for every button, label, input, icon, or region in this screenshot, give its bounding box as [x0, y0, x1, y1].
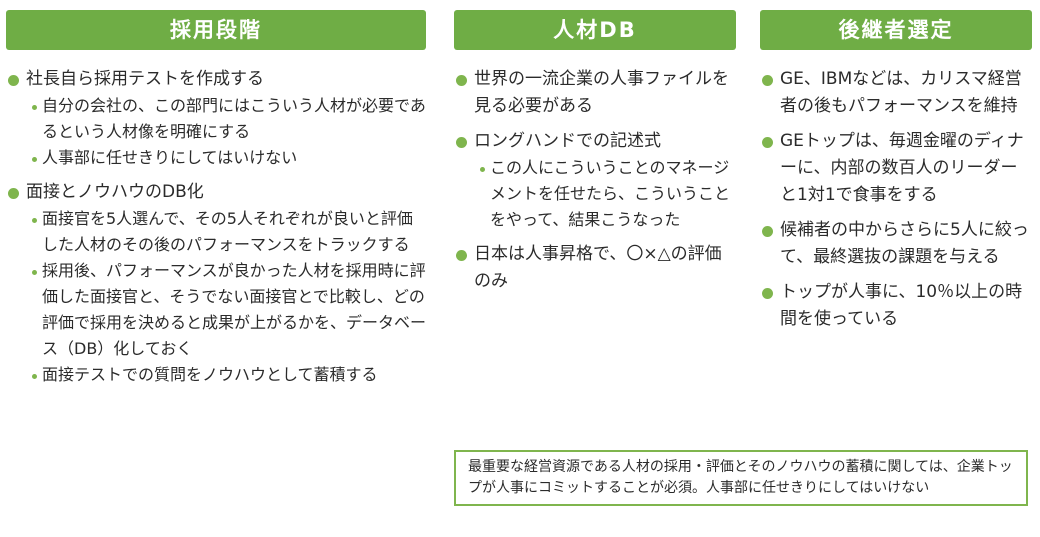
summary-note: 最重要な経営資源である人材の採用・評価とそのノウハウの蓄積に関しては、企業トップ…: [454, 450, 1028, 506]
sub-item: 採用後、パフォーマンスが良かった人材を採用時に評価した面接官と、そうでない面接官…: [8, 258, 426, 362]
sub-item: 自分の会社の、この部門にはこういう人材が必要であるという人材像を明確にする: [8, 93, 426, 145]
bullet-item: ロングハンドでの記述式 この人にこういうことのマネージメントを任せたら、こういう…: [456, 128, 736, 233]
bullet-item: 日本は人事昇格で、〇×△の評価のみ: [456, 241, 736, 295]
sub-text: 面接テストでの質問をノウハウとして蓄積する: [42, 365, 378, 384]
bullet-text: 候補者の中からさらに5人に絞って、最終選抜の課題を与える: [780, 220, 1029, 267]
sub-text: 採用後、パフォーマンスが良かった人材を採用時に評価した面接官と、そうでない面接官…: [42, 261, 427, 358]
bullet-text: GEトップは、毎週金曜のディナーに、内部の数百人のリーダーと1対1で食事をする: [780, 131, 1024, 205]
column-talent-db: 人材DB 世界の一流企業の人事ファイルを見る必要がある ロングハンドでの記述式 …: [454, 10, 736, 303]
bullet-item: GE、IBMなどは、カリスマ経営者の後もパフォーマンスを維持: [762, 66, 1032, 120]
bullet-dot-icon: [456, 137, 467, 148]
bullet-text: 日本は人事昇格で、〇×△の評価のみ: [474, 244, 722, 291]
bullet-dot-icon: [456, 250, 467, 261]
bullet-dot-icon: [762, 137, 773, 148]
bullet-text: 面接とノウハウのDB化: [26, 182, 204, 202]
bullet-dot-icon: [8, 75, 19, 86]
sub-bullet-icon: [32, 374, 37, 379]
column-hiring: 採用段階 社長自ら採用テストを作成する 自分の会社の、この部門にはこういう人材が…: [6, 10, 426, 396]
bullet-dot-icon: [456, 75, 467, 86]
sub-text: 面接官を5人選んで、その5人それぞれが良いと評価した人材のその後のパフォーマンス…: [42, 209, 413, 254]
sub-item: この人にこういうことのマネージメントを任せたら、こういうことをやって、結果こうな…: [456, 155, 736, 233]
bullet-item: トップが人事に、10％以上の時間を使っている: [762, 279, 1032, 333]
sub-bullet-icon: [32, 105, 37, 110]
bullet-text: トップが人事に、10％以上の時間を使っている: [780, 282, 1023, 329]
sub-item: 面接テストでの質問をノウハウとして蓄積する: [8, 362, 426, 388]
column-successor: 後継者選定 GE、IBMなどは、カリスマ経営者の後もパフォーマンスを維持 GEト…: [760, 10, 1032, 341]
header-talent-db: 人材DB: [454, 10, 736, 50]
bullet-dot-icon: [762, 75, 773, 86]
bullet-dot-icon: [8, 188, 19, 199]
sub-bullet-icon: [32, 270, 37, 275]
bullet-item: GEトップは、毎週金曜のディナーに、内部の数百人のリーダーと1対1で食事をする: [762, 128, 1032, 209]
header-hiring: 採用段階: [6, 10, 426, 50]
bullet-item: 面接とノウハウのDB化 面接官を5人選んで、その5人それぞれが良いと評価した人材…: [8, 179, 426, 388]
bullet-dot-icon: [762, 288, 773, 299]
sub-text: 自分の会社の、この部門にはこういう人材が必要であるという人材像を明確にする: [42, 96, 426, 141]
bullet-item: 世界の一流企業の人事ファイルを見る必要がある: [456, 66, 736, 120]
bullet-text: 世界の一流企業の人事ファイルを見る必要がある: [474, 69, 729, 116]
sub-text: この人にこういうことのマネージメントを任せたら、こういうことをやって、結果こうな…: [490, 158, 731, 229]
bullet-text: GE、IBMなどは、カリスマ経営者の後もパフォーマンスを維持: [780, 69, 1022, 116]
sub-text: 人事部に任せきりにしてはいけない: [42, 148, 298, 167]
sub-item: 面接官を5人選んで、その5人それぞれが良いと評価した人材のその後のパフォーマンス…: [8, 206, 426, 258]
bullet-text: ロングハンドでの記述式: [474, 131, 661, 151]
header-successor: 後継者選定: [760, 10, 1032, 50]
sub-bullet-icon: [32, 157, 37, 162]
sub-item: 人事部に任せきりにしてはいけない: [8, 145, 426, 171]
bullet-item: 候補者の中からさらに5人に絞って、最終選抜の課題を与える: [762, 217, 1032, 271]
sub-bullet-icon: [480, 167, 485, 172]
bullet-item: 社長自ら採用テストを作成する 自分の会社の、この部門にはこういう人材が必要である…: [8, 66, 426, 171]
bullet-dot-icon: [762, 226, 773, 237]
sub-bullet-icon: [32, 218, 37, 223]
bullet-text: 社長自ら採用テストを作成する: [26, 69, 264, 89]
